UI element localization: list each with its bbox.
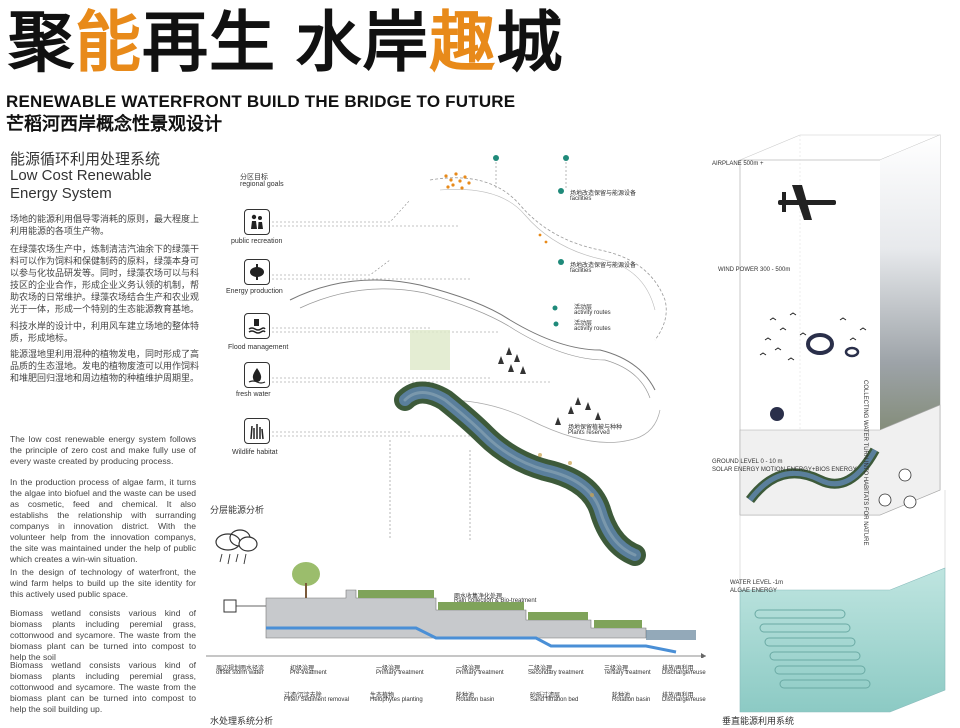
vertical-system-label: 垂直能源利用系统 — [722, 716, 795, 726]
stage-3-cn2: 生态植物 — [370, 693, 395, 699]
stage-6-en2: Rotation basin — [612, 697, 651, 703]
energy-icon — [244, 259, 270, 285]
flood-icon — [244, 313, 270, 339]
label-ground-level: GROUND LEVEL 0 - 10 m — [712, 459, 783, 465]
label-algae-energy: ALGAE ENERGY — [730, 588, 778, 594]
label-activity-2-en: activity routes — [574, 326, 611, 332]
goal-label-public-recreation: public recreation — [231, 238, 283, 245]
stage-1-cn: 周边规划雨水径流 — [216, 666, 265, 672]
vertical-energy-diagram — [739, 134, 946, 713]
stage-4-en: Primary treatment — [456, 670, 504, 676]
stage-3-cn: 一级治理 — [376, 666, 401, 672]
goal-label-wildlife-habitat: Wildlife habitat — [232, 449, 278, 456]
stage-2-en2: Filter/ Sediment removal — [284, 697, 350, 703]
stage-5-en: Secondary treatment — [528, 670, 584, 676]
subtitle-en: RENEWABLE WATERFRONT BUILD THE BRIDGE TO… — [6, 92, 516, 111]
en-paragraph-4: Biomass wetland consists various kind of… — [10, 608, 196, 662]
label-side-vertical: COLLECTING WATER TURN INTO HABITATS FOR … — [862, 380, 868, 546]
water-system-label: 水处理系统分析 — [210, 716, 274, 726]
stage-6-cn2: 轮种池 — [612, 693, 631, 699]
cn-paragraph-1: 场地的能源利用倡导零消耗的原则，最大程度上利用能源的各项生产物。 — [10, 214, 200, 236]
label-airplane: AIRPLANE 500m + — [712, 161, 764, 167]
people-icon — [244, 209, 270, 235]
cn-paragraph-3: 科技水岸的设计中，利用风车建立场地的整体特质，形成地标。 — [10, 321, 200, 343]
en-paragraph-3: In the design of technology of waterfron… — [10, 567, 196, 599]
water-drop-icon — [244, 362, 270, 388]
stage-6-en: Tertiary treatment — [604, 670, 651, 676]
layer-analysis-label: 分层能源分析 — [210, 505, 265, 515]
stage-5-en2: Sand filtration bed — [530, 697, 579, 703]
page-title: 聚能再生 水岸趣城 — [8, 5, 564, 79]
label-wind-power: WIND POWER 300 - 500m — [718, 267, 791, 273]
label-rain-en: Rain collection & Bio-treatment — [454, 598, 537, 604]
label-water-level: WATER LEVEL -1m — [730, 580, 784, 586]
airplane-icon — [778, 185, 836, 220]
stage-1-en: offset storm water — [216, 670, 264, 676]
label-facilities-2-en: facilities — [570, 268, 592, 274]
section-title-cn: 能源循环利用处理系统 — [10, 151, 161, 168]
label-activity-1-en: activity routes — [574, 310, 611, 316]
cn-paragraph-2: 在绿藻农场生产中，炼制清洁汽油余下的绿藻干料可以作为饲料和保健制药的原料，绿藻本… — [10, 244, 200, 314]
label-activity-1-cn: 活动层 — [574, 305, 593, 311]
en-paragraph-5: Biomass wetland consists various kind of… — [10, 660, 196, 714]
stage-4-cn: 一级治理 — [456, 666, 481, 672]
stage-4-en2: Rotation basin — [456, 697, 495, 703]
en-paragraph-1: The low cost renewable energy system fol… — [10, 434, 196, 466]
stage-7-en2: Discharge/reuse — [662, 697, 706, 703]
stage-4-cn2: 轮种池 — [456, 693, 475, 699]
label-solar-energy: SOLAR ENERGY MOTION ENERGY+BIOS ENERGY — [712, 467, 857, 473]
goal-label-fresh-water: fresh water — [236, 391, 271, 398]
stage-2-en: Pre-treatment — [290, 670, 327, 676]
goal-label-energy-production: Energy production — [226, 288, 283, 295]
stage-7-cn2: 排放/再利用 — [662, 693, 694, 699]
regional-goals-en: regional goals — [240, 181, 284, 188]
cloud-icon — [215, 529, 258, 565]
stage-2-cn: 初级治理 — [290, 666, 315, 672]
section-title-en: Low Cost Renewable Energy System — [10, 167, 152, 202]
stage-3-en: Primary treatment — [376, 670, 424, 676]
label-facilities-2-cn: 场地改造保留与能源设备 — [570, 263, 637, 269]
stage-5-cn2: 砂砾过滤层 — [530, 693, 561, 699]
label-activity-2-cn: 活动层 — [574, 321, 593, 327]
label-plants-en: Plants reserved — [568, 430, 610, 436]
stage-7-en: Discharge/reuse — [662, 670, 706, 676]
subtitle-cn: 芒稻河西岸概念性景观设计 — [6, 114, 222, 134]
layered-site-map — [272, 155, 667, 566]
label-rain-cn: 雨水收集净化处理 — [454, 594, 503, 600]
en-paragraph-2: In the production process of algae farm,… — [10, 477, 196, 564]
goal-label-flood-management: Flood management — [228, 344, 289, 351]
stage-6-cn: 三级治理 — [604, 666, 629, 672]
grass-icon — [244, 418, 270, 444]
regional-goals-cn: 分区目标 — [240, 174, 268, 181]
label-plants-cn: 场地保留植被与种种 — [568, 425, 623, 431]
stage-5-cn: 二级治理 — [528, 666, 553, 672]
label-facilities-1-en: facilities — [570, 196, 592, 202]
stage-2-cn2: 过滤/沉淀去除 — [284, 693, 322, 699]
cn-paragraph-4: 能源湿地里利用混种的植物发电，同时形成了高品质的生态湿地。发电的植物废渣可以用作… — [10, 349, 200, 383]
stage-7-cn: 排放/再利用 — [662, 666, 694, 672]
label-facilities-1-cn: 场地改造保留与能源设备 — [570, 191, 637, 197]
water-treatment-section — [206, 529, 706, 658]
stage-3-en2: Helophytes planting — [370, 697, 423, 703]
